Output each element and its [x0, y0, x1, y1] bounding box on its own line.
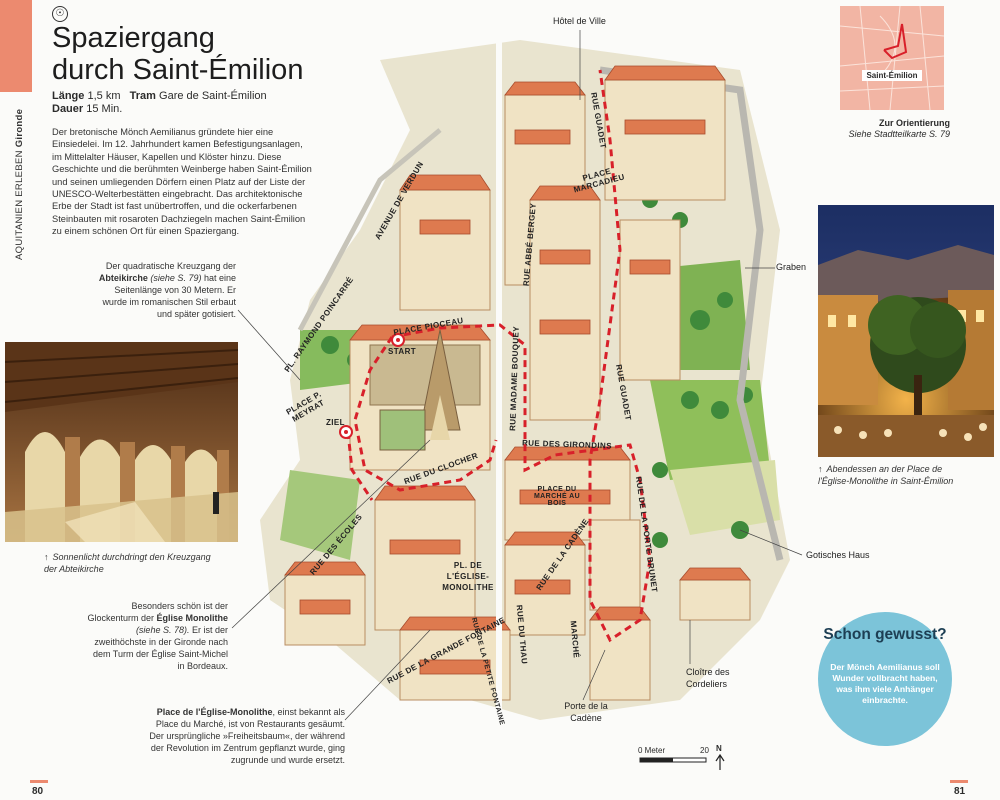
annotation-place: Place de l'Église-Monolithe, einst bekan… — [140, 706, 345, 766]
annotation-place-bold: Place de l'Église-Monolithe — [156, 707, 273, 717]
duration-label: Dauer — [52, 103, 84, 115]
photo-dinner-drawing — [818, 205, 994, 457]
label-porte-cadene: Porte de la Cadène — [564, 701, 608, 723]
tram-value: Gare de Saint-Émilion — [159, 90, 267, 102]
page-number-right: 81 — [954, 786, 966, 797]
page-tick-left — [30, 780, 48, 783]
label-place-marche: PLACE DU MARCHÉ AU BOIS — [533, 486, 581, 507]
orientation-ref: Siehe Stadtteilkarte S. 79 — [848, 129, 950, 139]
map-west-wall — [297, 128, 442, 332]
guide-logo-icon: ☉ — [52, 6, 68, 22]
accent-bar — [0, 0, 32, 92]
north-label: N — [716, 744, 722, 753]
caption-kreuzgang: ↑Sonnenlicht durchdringt den Kreuzgang d… — [44, 552, 214, 575]
length-label: Länge — [52, 90, 85, 102]
annotation-glocken-ref: (siehe S. 78). — [135, 625, 190, 635]
title-line-2: durch Saint-Émilion — [52, 54, 304, 86]
map-fold-gap — [496, 40, 502, 740]
caption-dinner: ↑Abendessen an der Place de l'Église-Mon… — [818, 464, 968, 487]
north-arrow-icon — [715, 753, 725, 770]
duration-value: 15 Min. — [86, 103, 123, 115]
label-graben: Graben — [776, 262, 807, 272]
map-green-west — [280, 470, 360, 560]
annotation-glocken-pre: Besonders schön ist der Glockenturm der — [87, 601, 228, 623]
page-number-left: 80 — [32, 786, 44, 797]
walk-route-east — [391, 69, 652, 643]
photo-dinner — [818, 205, 994, 457]
label-ziel: ZIEL — [326, 418, 345, 427]
label-start: START — [388, 347, 417, 356]
did-you-know-box: Schon gewusst? Der Mönch Aemilianus soll… — [818, 612, 952, 746]
mini-map-drawing — [839, 5, 945, 111]
page-tick-right — [950, 780, 968, 783]
arrow-up-icon: ↑ — [818, 464, 823, 474]
title-line-1: Spaziergang — [52, 22, 215, 54]
walk-facts: Länge 1,5 km Tram Gare de Saint-Émilion … — [52, 90, 267, 116]
annotation-glocken-post: Er ist der zweithöchste in der Gironde n… — [92, 625, 228, 671]
orientation-mini-map: Saint-Émilion — [839, 5, 945, 111]
label-pl-eglise: PL. DE L'ÉGLISE-MONOLITHE — [442, 561, 494, 592]
label-cloitre: Cloître des Cordeliers — [686, 667, 730, 689]
tram-label: Tram — [129, 90, 156, 102]
annotation-kreuzgang-ref: (siehe S. 79) — [150, 273, 202, 283]
annotation-kreuzgang-pre: Der quadratische Kreuzgang der — [105, 261, 236, 271]
scale-max-label: 20 — [700, 746, 709, 755]
did-you-know-text: Der Mönch Aemilianus soll Wunder vollbra… — [830, 662, 940, 705]
photo-kreuzgang-drawing — [5, 342, 238, 542]
page-title: Spaziergang durch Saint-Émilion — [52, 22, 342, 86]
caption-dinner-text: Abendessen an der Place de l'Église-Mono… — [818, 464, 954, 486]
length-value: 1,5 km — [87, 90, 121, 102]
orientation-title: Zur Orientierung — [878, 118, 950, 128]
scale-bar — [639, 757, 707, 763]
annotation-place-post: , einst bekannt als Place du Marché, ist… — [149, 707, 345, 765]
annotation-kreuzgang: Der quadratische Kreuzgang der Abteikirc… — [88, 260, 236, 320]
map-leader-lines — [231, 30, 803, 721]
walk-route-west — [353, 336, 498, 492]
caption-kreuzgang-text: Sonnenlicht durchdringt den Kreuzgang de… — [44, 552, 211, 574]
start-marker-icon — [391, 333, 405, 347]
photo-kreuzgang — [5, 342, 238, 542]
scale-zero-label: 0 Meter — [638, 746, 666, 755]
annotation-glocken: Besonders schön ist der Glockenturm der … — [86, 600, 228, 672]
intro-text: Der bretonische Mönch Aemilianus gründet… — [52, 127, 312, 237]
walk-route-end — [346, 431, 374, 501]
label-gotisches-haus: Gotisches Haus — [806, 550, 870, 560]
orientation-caption: Zur Orientierung Siehe Stadtteilkarte S.… — [800, 118, 950, 140]
finish-marker-icon — [339, 425, 353, 439]
mini-map-label: Saint-Émilion — [862, 70, 922, 81]
annotation-glocken-bold: Église Monolithe — [156, 613, 228, 623]
arrow-up-icon: ↑ — [44, 552, 49, 562]
map-buildings — [284, 65, 751, 701]
label-hotel-de-ville: Hôtel de Ville — [553, 16, 606, 26]
annotation-kreuzgang-bold: Abteikirche — [98, 273, 148, 283]
map-vineyard — [670, 460, 780, 535]
did-you-know-title: Schon gewusst? — [823, 626, 947, 643]
annotation-kreuzgang-post: hat eine Seitenlänge von 30 Metern. Er w… — [102, 273, 236, 319]
